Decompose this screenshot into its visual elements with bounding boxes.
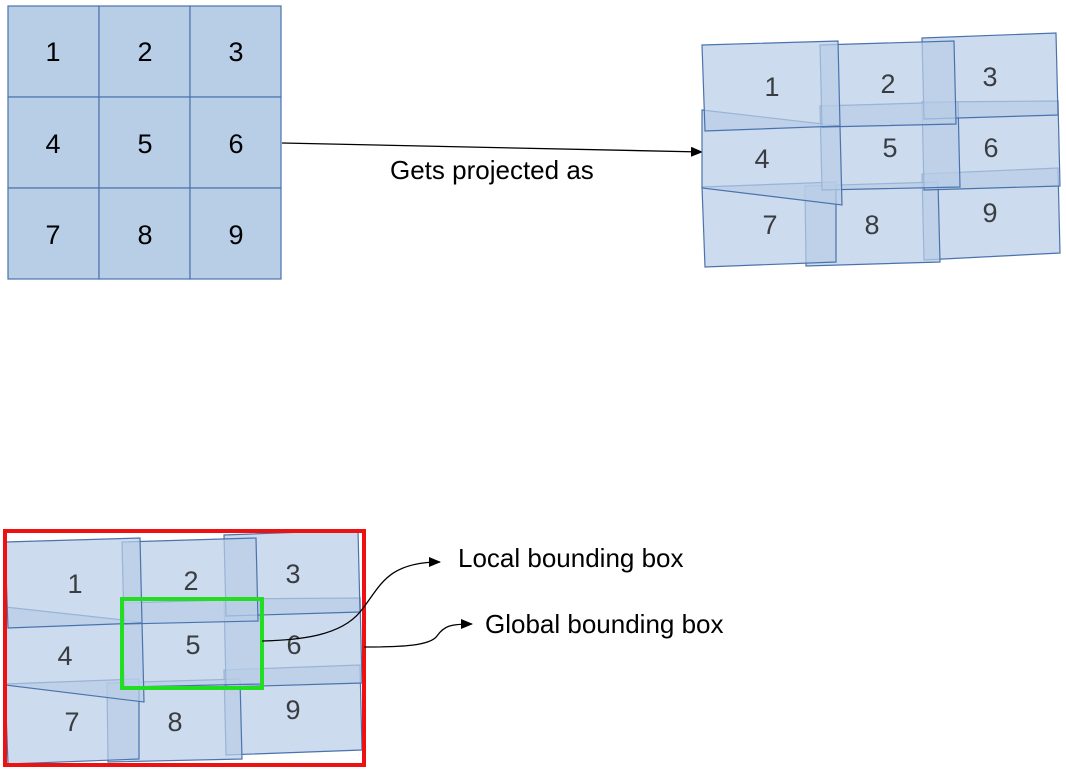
projected-label-9: 9 (982, 198, 997, 228)
projection-arrow-label: Gets projected as (390, 155, 594, 185)
bounding-label-8: 8 (167, 707, 182, 737)
grid-cell-1 (7, 5, 100, 98)
global-box-label: Global bounding box (485, 609, 724, 639)
bounding-tiles: 1 2 3 4 5 6 7 8 9 (4, 529, 363, 765)
bounding-label-3: 3 (285, 559, 300, 589)
grid-label-1: 1 (45, 37, 60, 67)
projected-tile-1 (701, 40, 841, 132)
grid-cell-3 (189, 5, 282, 98)
global-bounding-box (3, 529, 366, 767)
global-box-connector (363, 619, 473, 648)
grid-label-8: 8 (137, 220, 152, 250)
bounding-label-2: 2 (183, 566, 198, 596)
grid-cell-9 (189, 187, 282, 280)
bounding-label-5: 5 (185, 630, 200, 660)
grid-cell-2 (98, 5, 191, 98)
projection-arrow (281, 142, 703, 157)
grid-label-6: 6 (228, 129, 243, 159)
local-box-connector (261, 557, 441, 642)
projected-tiles: 1 2 3 4 5 6 7 8 9 (701, 32, 1061, 268)
grid-cell-6 (189, 96, 282, 189)
projected-label-8: 8 (864, 210, 879, 240)
projected-label-7: 7 (762, 210, 777, 240)
bounding-label-6: 6 (286, 630, 301, 660)
bounding-label-9: 9 (285, 695, 300, 725)
projected-label-2: 2 (880, 69, 895, 99)
local-bounding-box (120, 597, 264, 690)
projected-label-4: 4 (754, 144, 769, 174)
grid-label-2: 2 (137, 37, 152, 67)
grid-label-9: 9 (228, 220, 243, 250)
grid-label-4: 4 (45, 129, 60, 159)
bounding-label-4: 4 (57, 641, 72, 671)
grid-cell-7 (7, 187, 100, 280)
local-box-label: Local bounding box (458, 543, 684, 573)
grid-cell-8 (98, 187, 191, 280)
projected-label-5: 5 (882, 133, 897, 163)
grid-cell-4 (7, 96, 100, 189)
projected-label-6: 6 (983, 133, 998, 163)
bounding-label-1: 1 (67, 569, 82, 599)
projected-label-3: 3 (982, 62, 997, 92)
projected-label-1: 1 (764, 72, 779, 102)
original-grid: 1 2 3 4 5 6 7 8 9 (7, 5, 282, 280)
grid-cell-5 (98, 96, 191, 189)
grid-label-5: 5 (137, 129, 152, 159)
grid-label-3: 3 (228, 37, 243, 67)
bounding-label-7: 7 (64, 707, 79, 737)
grid-label-7: 7 (45, 220, 60, 250)
